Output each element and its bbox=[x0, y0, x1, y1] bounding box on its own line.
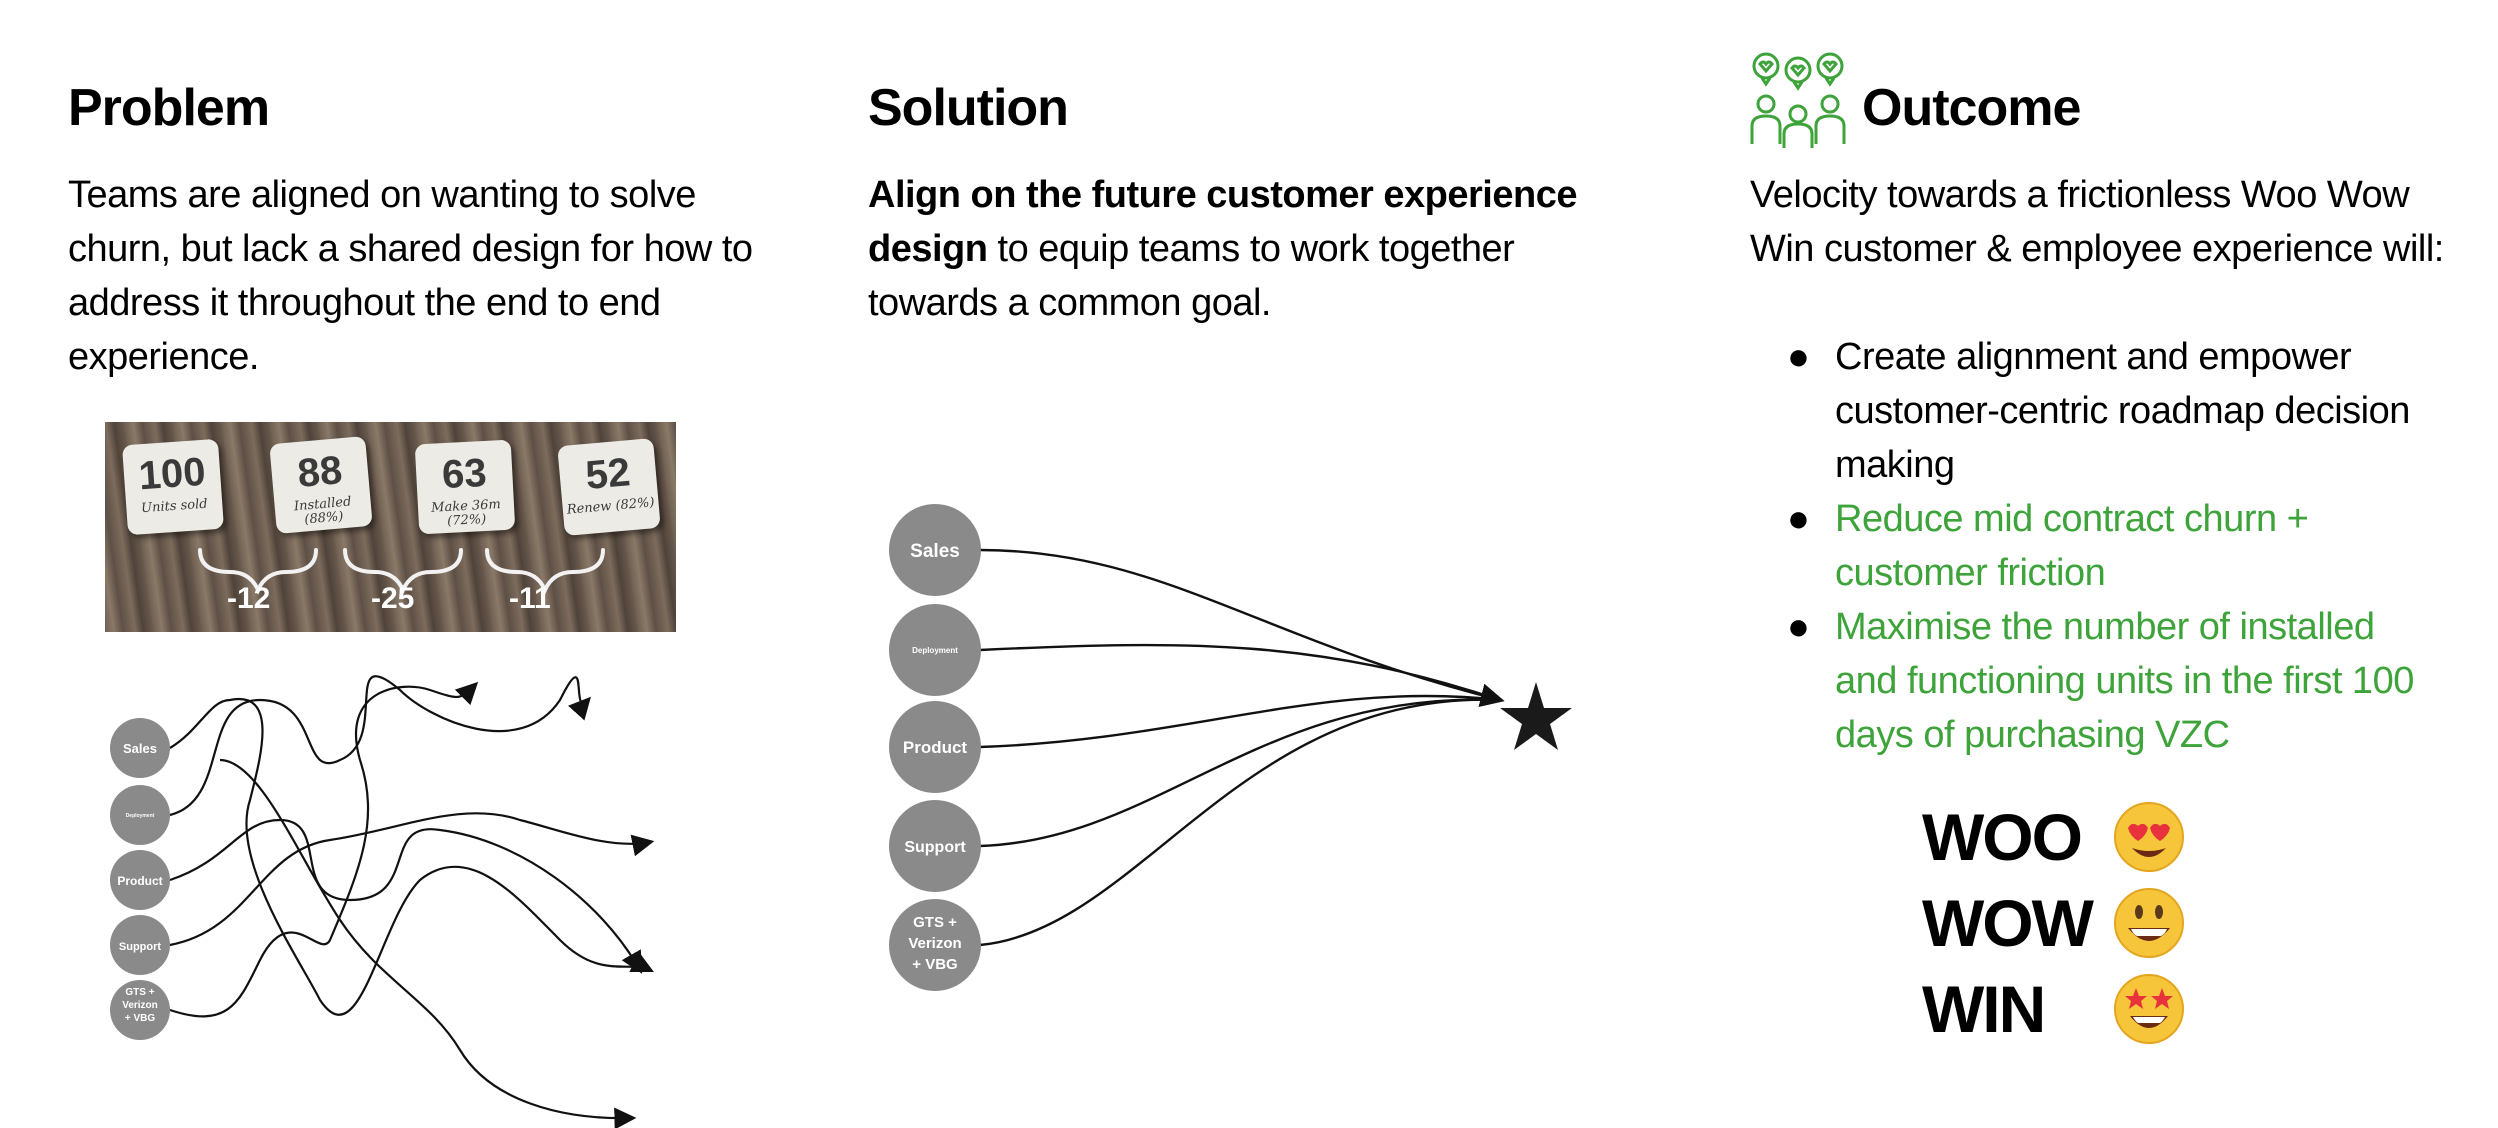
team-node-gts bbox=[110, 980, 170, 1040]
team-node-support bbox=[889, 800, 981, 892]
team-label-support: Support bbox=[904, 839, 966, 856]
aligned-paths bbox=[979, 548, 1505, 947]
funnel-photo: 100 Units sold 88 Installed (88%) 63 Mak… bbox=[105, 422, 676, 632]
bullet-dot-icon: ● bbox=[1787, 606, 1810, 648]
outcome-bullet: ● Reduce mid contract churn + customer fr… bbox=[1775, 492, 2415, 600]
wow-word: WOW bbox=[1922, 886, 2094, 960]
star-icon bbox=[1500, 682, 1572, 750]
tangled-paths bbox=[169, 675, 655, 1128]
aligned-paths-diagram: Sales Deployment Product Support GTS +Ve… bbox=[889, 504, 1572, 991]
solution-team-nodes: Sales Deployment Product Support GTS +Ve… bbox=[889, 504, 981, 991]
problem-team-nodes: Sales Deployment Product Support GTS +Ve… bbox=[110, 718, 170, 1040]
outcome-bullet: ● Maximise the number of installed and fu… bbox=[1775, 600, 2415, 762]
outcome-title: Outcome bbox=[1862, 79, 2081, 137]
team-label-gts: GTS +Verizon+ VBG bbox=[122, 987, 158, 1024]
problem-title: Problem bbox=[68, 79, 270, 137]
outcome-bullet-text: Create alignment and empower customer-ce… bbox=[1835, 336, 2410, 486]
team-label-sales: Sales bbox=[910, 541, 960, 562]
woo-word: WOO bbox=[1922, 800, 2083, 874]
brace-marks bbox=[198, 548, 605, 595]
outcome-bullet-text: Reduce mid contract churn + customer fri… bbox=[1835, 498, 2309, 594]
heart-eyes-emoji-icon bbox=[2114, 802, 2184, 872]
tangled-paths-diagram: Sales Deployment Product Support GTS +Ve… bbox=[110, 675, 655, 1128]
problem-body: Teams are aligned on wanting to solve ch… bbox=[68, 174, 753, 378]
team-node-support bbox=[110, 915, 170, 975]
drop-off-label: -25 bbox=[371, 582, 415, 615]
team-node-deployment bbox=[110, 785, 170, 845]
team-label-deployment: Deployment bbox=[912, 646, 958, 655]
team-label-product: Product bbox=[903, 738, 968, 757]
bullet-dot-icon: ● bbox=[1787, 336, 1810, 378]
solution-body-rest: to equip teams to work together towards … bbox=[868, 228, 1515, 324]
drop-off-label: -12 bbox=[227, 582, 271, 615]
outcome-bullet-text: Maximise the number of installed and fun… bbox=[1835, 606, 2414, 756]
solution-title: Solution bbox=[868, 79, 1069, 137]
team-label-support: Support bbox=[119, 941, 161, 953]
bullet-dot-icon: ● bbox=[1787, 498, 1810, 540]
team-label-deployment: Deployment bbox=[126, 813, 155, 819]
outcome-intro: Velocity towards a frictionless Woo Wow … bbox=[1750, 174, 2444, 270]
team-feedback-icon bbox=[1750, 52, 1846, 148]
win-word: WIN bbox=[1922, 972, 2046, 1046]
solution-body-bold: Align on the future customer experience … bbox=[868, 174, 1577, 270]
star-struck-emoji-icon bbox=[2114, 974, 2184, 1044]
team-label-product: Product bbox=[117, 874, 162, 888]
outcome-bullet: ● Create alignment and empower customer-c… bbox=[1775, 330, 2415, 492]
team-node-sales bbox=[889, 504, 981, 596]
team-node-product bbox=[889, 701, 981, 793]
team-node-gts bbox=[889, 899, 981, 991]
team-node-product bbox=[110, 850, 170, 910]
team-label-sales: Sales bbox=[123, 741, 157, 756]
grinning-emoji-icon bbox=[2114, 888, 2184, 958]
team-node-deployment bbox=[889, 604, 981, 696]
team-node-sales bbox=[110, 718, 170, 778]
drop-off-label: -11 bbox=[509, 582, 551, 615]
solution-body: Align on the future customer experience … bbox=[868, 168, 1608, 330]
outcome-bullet-list: ● Create alignment and empower customer-c… bbox=[1775, 330, 2415, 762]
team-label-gts: GTS +Verizon+ VBG bbox=[908, 914, 961, 973]
